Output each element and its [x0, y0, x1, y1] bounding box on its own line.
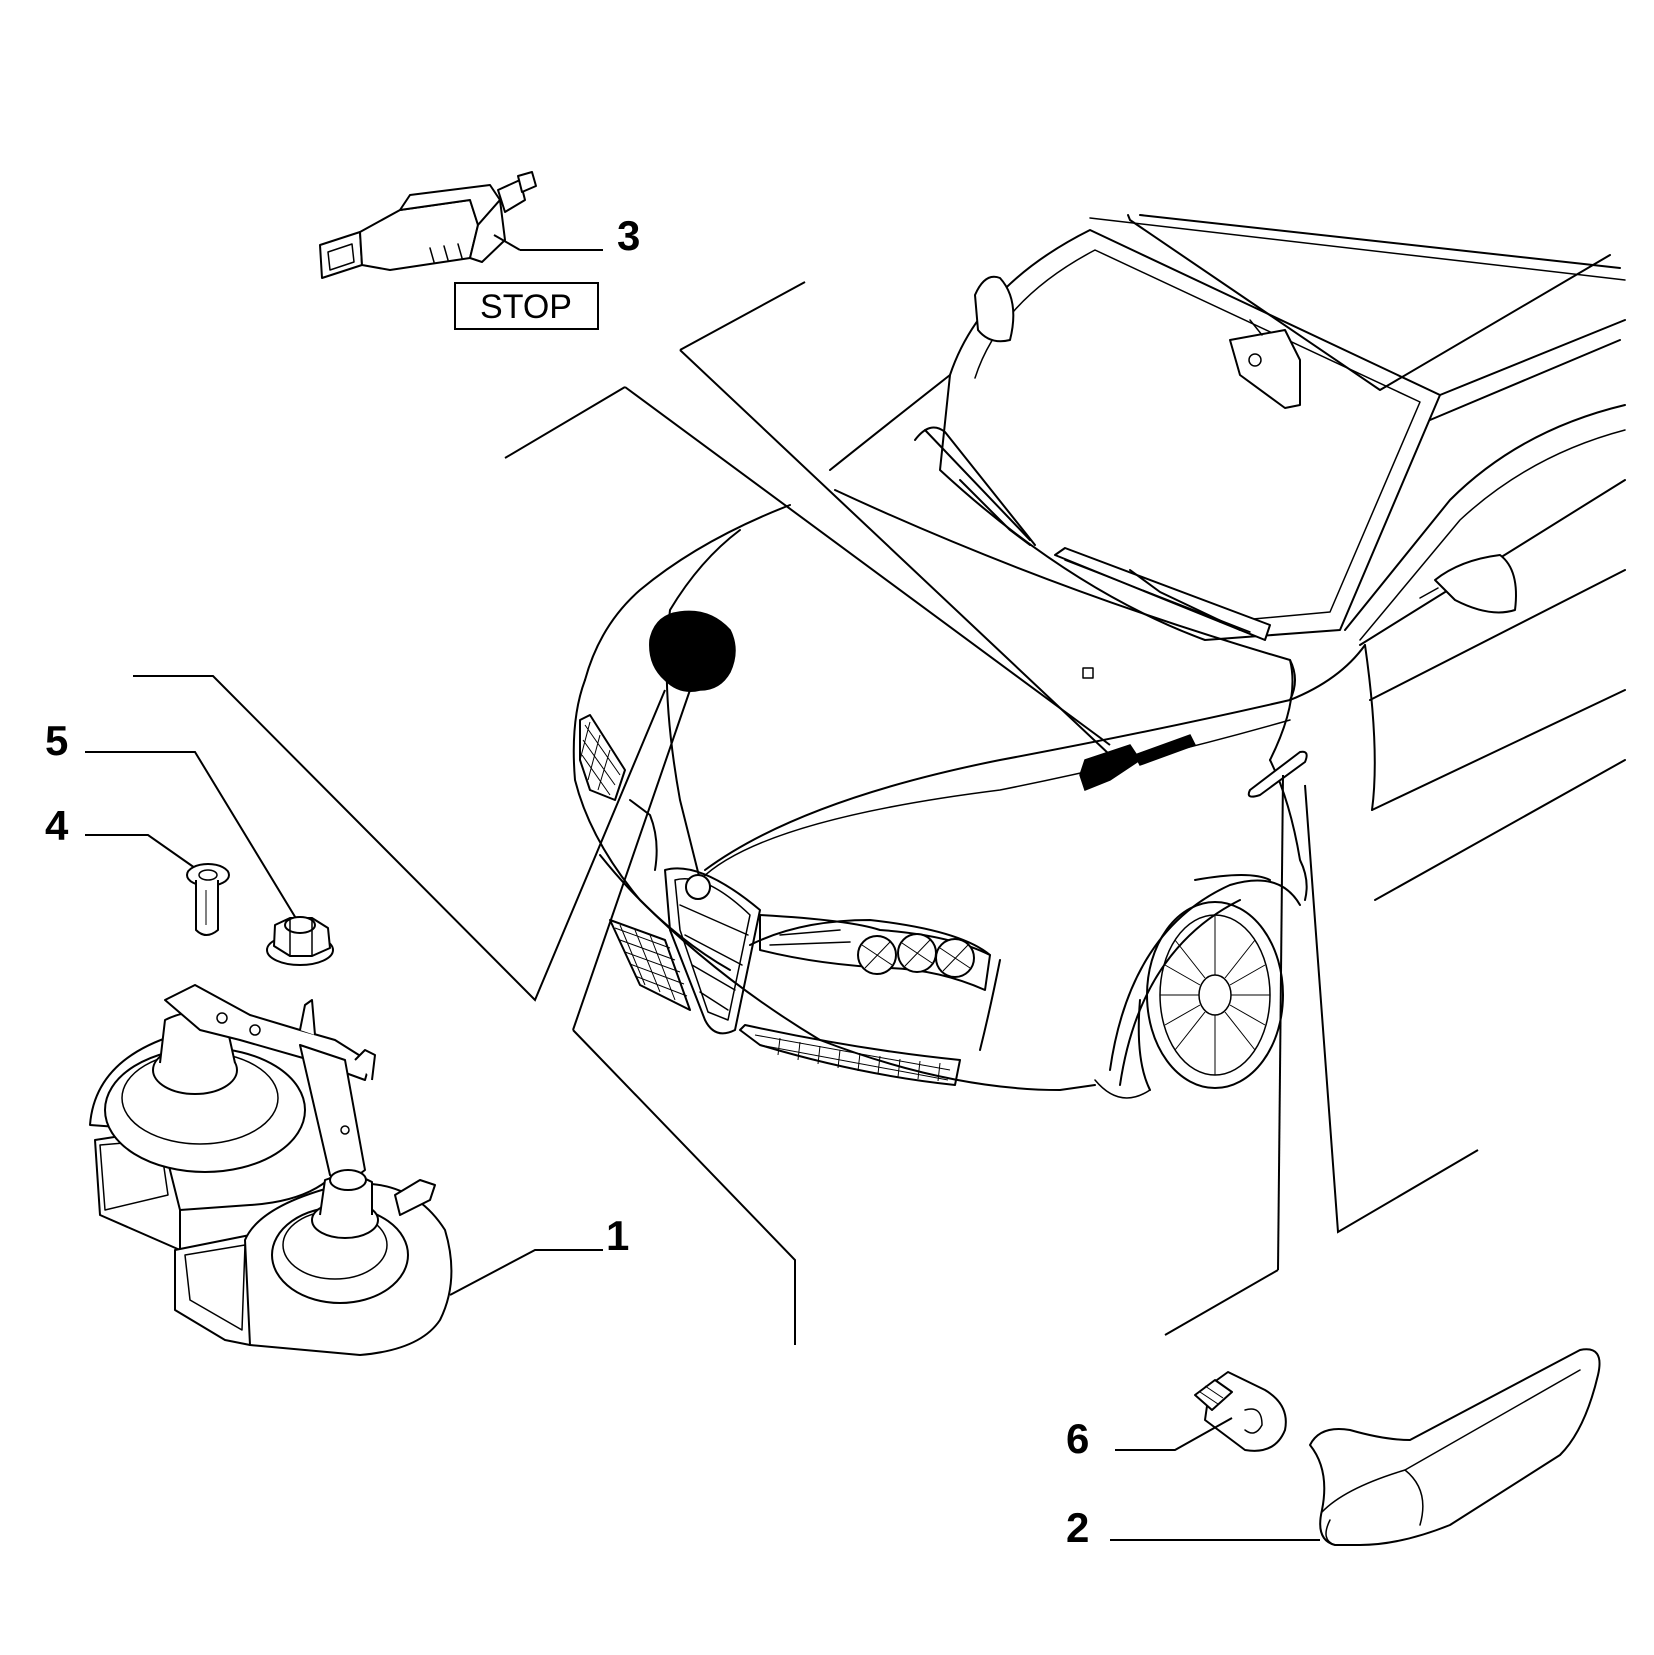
wedge-bulb — [1194, 1371, 1287, 1452]
rivet-nut — [186, 863, 230, 936]
car-horn-location — [649, 610, 736, 692]
callout-1: 1 — [606, 1212, 629, 1259]
callout-5: 5 — [45, 717, 68, 764]
leader-lines — [133, 281, 1479, 1345]
stop-light-switch — [319, 171, 537, 279]
callout-6: 6 — [1066, 1415, 1089, 1462]
side-repeater-lamp — [1309, 1348, 1601, 1546]
stop-label: STOP — [480, 288, 572, 326]
stop-label-box: STOP — [454, 282, 599, 330]
car-stop-switch-location — [1079, 734, 1197, 791]
flange-nut — [266, 916, 334, 966]
callout-3: 3 — [617, 212, 640, 259]
horn — [89, 984, 453, 1356]
car-illustration — [572, 214, 1626, 1099]
callout-4: 4 — [45, 802, 69, 849]
callout-2: 2 — [1066, 1504, 1089, 1551]
